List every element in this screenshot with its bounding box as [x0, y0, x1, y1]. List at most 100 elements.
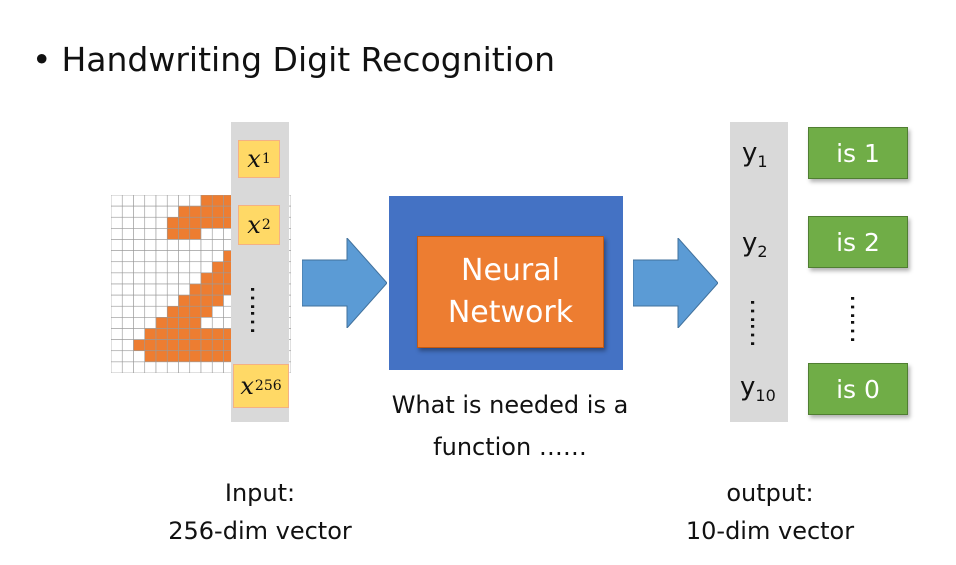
grid-pixel: [155, 272, 168, 285]
x1-base: x: [247, 145, 261, 173]
grid-pixel: [178, 239, 191, 251]
y1-base: y: [742, 138, 758, 168]
grid-pixel: [144, 283, 157, 296]
grid-pixel: [178, 283, 191, 296]
y10-base: y: [740, 372, 756, 402]
grid-pixel: [166, 328, 179, 340]
grid-pixel: [200, 339, 213, 352]
grid-pixel: [144, 294, 157, 307]
grid-pixel: [189, 283, 202, 296]
grid-pixel: [133, 328, 146, 340]
grid-pixel: [189, 328, 202, 340]
y2-base: y: [742, 228, 758, 258]
output-caption-line-2: 10-dim vector: [685, 517, 855, 545]
grid-pixel: [211, 261, 224, 274]
grid-pixel: [211, 272, 224, 285]
input-caption-line-1: Input:: [224, 479, 296, 507]
grid-pixel: [111, 250, 123, 263]
grid-pixel: [111, 272, 123, 285]
grid-pixel: [211, 228, 224, 240]
x1-sub: 1: [261, 151, 271, 167]
x2-base: x: [247, 211, 261, 239]
grid-pixel: [144, 350, 157, 363]
input-caption: Input: 256-dim vector: [130, 474, 390, 550]
grid-pixel: [111, 261, 123, 274]
grid-pixel: [155, 317, 168, 329]
slide-title: •Handwriting Digit Recognition: [32, 40, 555, 79]
grid-pixel: [166, 250, 179, 263]
x256-base: x: [240, 372, 254, 400]
grid-pixel: [155, 294, 168, 307]
grid-pixel: [133, 195, 146, 207]
grid-pixel: [211, 205, 224, 218]
grid-pixel: [200, 250, 213, 263]
grid-pixel: [211, 339, 224, 352]
y2-sub: 2: [757, 242, 768, 262]
grid-pixel: [211, 317, 224, 329]
grid-pixel: [133, 305, 146, 318]
grid-pixel: [144, 361, 157, 373]
grid-pixel: [178, 261, 191, 274]
grid-pixel: [133, 272, 146, 285]
grid-pixel: [111, 328, 123, 340]
grid-pixel: [178, 216, 191, 229]
grid-pixel: [155, 205, 168, 218]
grid-pixel: [155, 283, 168, 296]
grid-pixel: [111, 350, 123, 363]
function-line-2: function ……: [433, 433, 587, 461]
grid-pixel: [166, 305, 179, 318]
grid-pixel: [178, 317, 191, 329]
grid-pixel: [121, 228, 134, 240]
grid-pixel: [144, 261, 157, 274]
grid-pixel: [200, 228, 213, 240]
grid-pixel: [144, 305, 157, 318]
grid-pixel: [155, 228, 168, 240]
grid-pixel: [211, 350, 224, 363]
grid-pixel: [178, 228, 191, 240]
grid-pixel: [144, 339, 157, 352]
grid-pixel: [144, 328, 157, 340]
grid-pixel: [144, 250, 157, 263]
grid-pixel: [189, 305, 202, 318]
grid-pixel: [155, 305, 168, 318]
grid-pixel: [200, 272, 213, 285]
output-y10: y10: [740, 372, 776, 405]
grid-pixel: [200, 283, 213, 296]
grid-pixel: [121, 350, 134, 363]
grid-pixel: [121, 261, 134, 274]
grid-pixel: [166, 239, 179, 251]
grid-pixel: [178, 339, 191, 352]
input-caption-line-2: 256-dim vector: [168, 517, 352, 545]
arrow-right-icon: [302, 238, 387, 328]
grid-pixel: [211, 305, 224, 318]
grid-pixel: [178, 294, 191, 307]
grid-pixel: [155, 361, 168, 373]
y10-sub: 10: [755, 386, 776, 406]
grid-pixel: [121, 328, 134, 340]
grid-pixel: [211, 328, 224, 340]
function-line-1: What is needed is a: [391, 391, 629, 419]
grid-pixel: [189, 205, 202, 218]
grid-pixel: [133, 228, 146, 240]
grid-pixel: [211, 283, 224, 296]
grid-pixel: [111, 228, 123, 240]
output-ellipsis: ……: [744, 298, 774, 346]
grid-pixel: [189, 350, 202, 363]
class-box-1: is 1: [808, 127, 908, 179]
grid-pixel: [200, 294, 213, 307]
grid-pixel: [144, 205, 157, 218]
grid-pixel: [200, 216, 213, 229]
grid-pixel: [155, 239, 168, 251]
x256-sub: 256: [254, 378, 282, 394]
grid-pixel: [121, 283, 134, 296]
class-box-0: is 0: [808, 363, 908, 415]
grid-pixel: [144, 216, 157, 229]
grid-pixel: [200, 361, 213, 373]
grid-pixel: [133, 250, 146, 263]
grid-pixel: [178, 305, 191, 318]
grid-pixel: [189, 272, 202, 285]
grid-pixel: [133, 339, 146, 352]
grid-pixel: [133, 216, 146, 229]
grid-pixel: [121, 294, 134, 307]
